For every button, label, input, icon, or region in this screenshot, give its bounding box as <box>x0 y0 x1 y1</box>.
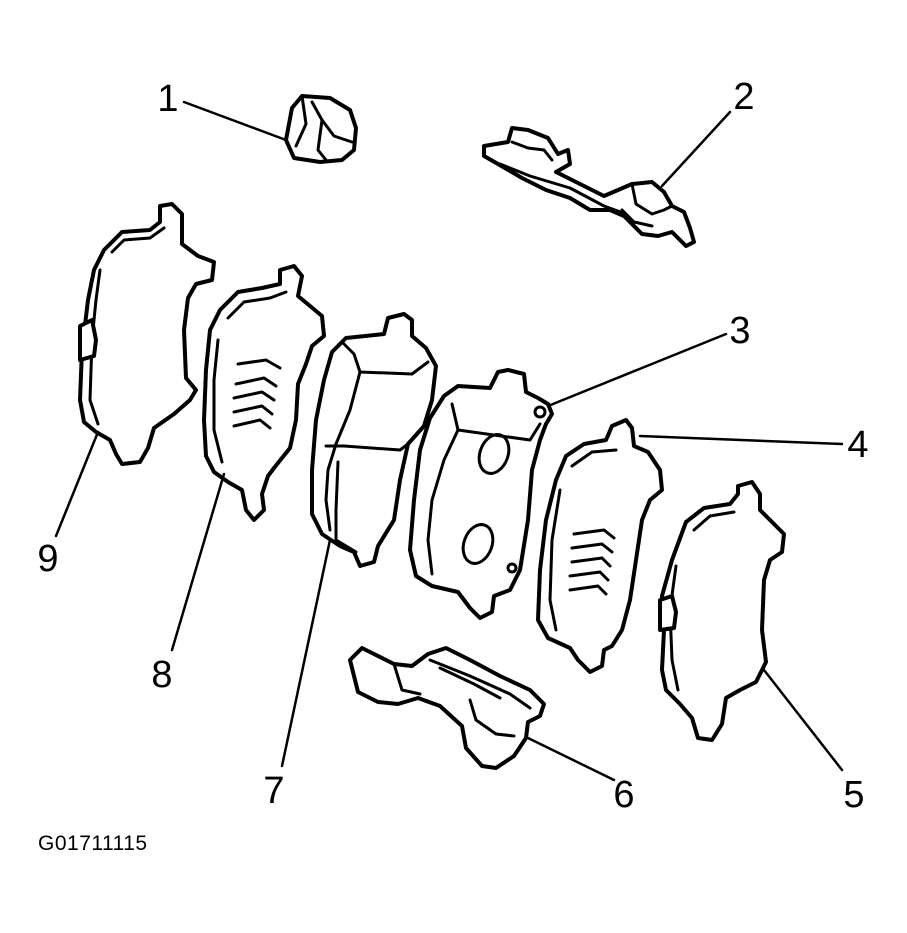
callout-5: 5 <box>843 774 865 816</box>
part-9-insulator-icon <box>78 202 216 466</box>
callout-6: 6 <box>613 774 635 816</box>
leader-line-3 <box>546 332 728 408</box>
part-3-brake-pad-icon <box>408 368 554 620</box>
leader-line-5 <box>762 668 844 772</box>
callout-4: 4 <box>847 424 869 466</box>
callout-8: 8 <box>151 654 173 696</box>
leader-line-4 <box>638 434 844 446</box>
callout-1: 1 <box>157 78 179 120</box>
callout-7: 7 <box>263 770 285 812</box>
part-5-insulator-icon <box>658 480 786 742</box>
part-7-brake-pad-icon <box>310 312 438 568</box>
part-4-shim-icon <box>536 418 664 674</box>
leader-line-6 <box>526 736 616 782</box>
leader-line-7 <box>280 538 332 768</box>
part-1-clip-icon <box>284 94 358 164</box>
leader-line-9 <box>54 430 100 538</box>
leader-line-2 <box>660 110 732 188</box>
callout-3: 3 <box>729 310 751 352</box>
callout-9: 9 <box>37 538 59 580</box>
part-2-spring-clip-icon <box>482 126 696 248</box>
part-8-shim-icon <box>202 264 326 522</box>
part-6-spring-clip-icon <box>348 646 546 770</box>
figure-id: G01711115 <box>38 832 148 855</box>
leader-line-1 <box>182 100 288 142</box>
leader-line-8 <box>170 472 226 652</box>
callout-2: 2 <box>733 76 755 118</box>
